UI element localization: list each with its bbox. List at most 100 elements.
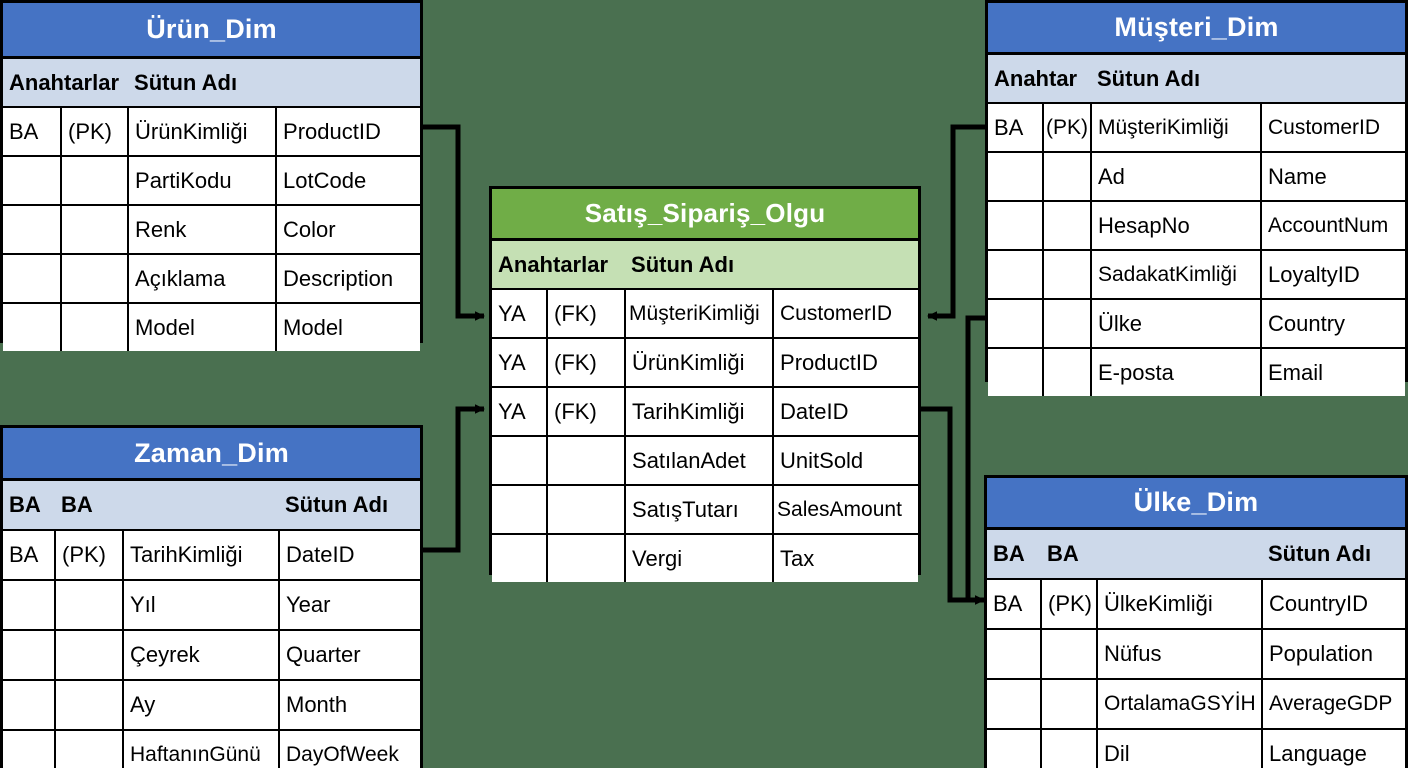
table-row[interactable]: Renk Color xyxy=(3,204,420,255)
cell-name-tr: HaftanınGünü xyxy=(122,729,280,768)
cell-name-en: Tax xyxy=(772,533,918,582)
cell-name-tr: E-posta xyxy=(1090,347,1262,396)
table-row[interactable]: HaftanınGünü DayOfWeek xyxy=(3,729,420,768)
cell-key xyxy=(987,678,1042,730)
subheader-keys-ulke-dim: BA xyxy=(987,530,1041,580)
table-row[interactable]: Ay Month xyxy=(3,679,420,731)
cell-key: BA xyxy=(3,106,62,157)
cell-name-en: Description xyxy=(275,253,420,304)
subheader-column-fact: Sütun Adı xyxy=(625,241,918,290)
cell-pk xyxy=(545,484,627,535)
table-title-musteri-dim: Müşteri_Dim xyxy=(988,3,1405,55)
cell-key xyxy=(3,155,62,206)
cell-key xyxy=(492,484,548,535)
cell-name-tr: TarihKimliği xyxy=(122,529,280,581)
table-row[interactable]: HesapNo AccountNum xyxy=(988,200,1405,251)
table-row[interactable]: Dil Language xyxy=(987,728,1405,768)
table-row[interactable]: E-posta Email xyxy=(988,347,1405,396)
cell-name-en: DateID xyxy=(278,529,420,581)
cell-name-tr: HesapNo xyxy=(1090,200,1262,251)
cell-key xyxy=(3,679,56,731)
cell-pk xyxy=(545,435,627,486)
cell-pk xyxy=(54,629,124,681)
table-row[interactable]: Açıklama Description xyxy=(3,253,420,304)
subheader-column-zaman-dim: Sütun Adı xyxy=(279,481,420,531)
cell-pk xyxy=(59,302,130,351)
table-row[interactable]: BA (PK) TarihKimliği DateID xyxy=(3,529,420,581)
cell-key xyxy=(987,728,1042,768)
table-row[interactable]: Çeyrek Quarter xyxy=(3,629,420,681)
subheader-blank-zaman-dim xyxy=(123,481,279,531)
cell-key: YA xyxy=(492,288,548,339)
cell-name-en: Model xyxy=(275,302,420,351)
subheader-keys2-ulke-dim: BA xyxy=(1041,530,1097,580)
table-row[interactable]: SatılanAdet UnitSold xyxy=(492,435,918,486)
table-row[interactable]: Nüfus Population xyxy=(987,628,1405,680)
subheader-keys-urun-dim: Anahtarlar xyxy=(3,59,129,108)
table-row[interactable]: SatışTutarı SalesAmount xyxy=(492,484,918,535)
table-grid-urun-dim: Anahtarlar Sütun Adı BA (PK) ÜrünKimliği… xyxy=(3,59,420,351)
table-row[interactable]: YA (FK) MüşteriKimliği CustomerID xyxy=(492,288,918,339)
cell-name-tr: MüşteriKimliği xyxy=(624,288,775,339)
cell-name-en: CustomerID xyxy=(1260,102,1405,153)
table-row[interactable]: PartiKodu LotCode xyxy=(3,155,420,206)
table-row[interactable]: BA (PK) ÜrünKimliği ProductID xyxy=(3,106,420,157)
cell-name-tr: Dil xyxy=(1096,728,1263,768)
cell-name-en: Country xyxy=(1260,298,1405,349)
cell-key xyxy=(988,200,1044,251)
table-title-zaman-dim: Zaman_Dim xyxy=(3,428,420,481)
table-row[interactable]: BA (PK) ÜlkeKimliği CountryID xyxy=(987,578,1405,630)
table-title-fact: Satış_Sipariş_Olgu xyxy=(492,189,918,241)
cell-name-tr: ÜrünKimliği xyxy=(624,337,775,388)
cell-pk: (FK) xyxy=(545,288,627,339)
subheader-keys-zaman-dim: BA xyxy=(3,481,55,531)
table-grid-fact: Anahtarlar Sütun Adı YA (FK) MüşteriKiml… xyxy=(492,241,918,582)
table-row[interactable]: SadakatKimliği LoyaltyID xyxy=(988,249,1405,300)
cell-pk: (PK) xyxy=(1042,102,1092,153)
table-row[interactable]: Vergi Tax xyxy=(492,533,918,582)
cell-name-en: LoyaltyID xyxy=(1260,249,1405,300)
table-grid-zaman-dim: BA BA Sütun Adı BA (PK) TarihKimliği Dat… xyxy=(3,481,420,768)
table-urun-dim[interactable]: Ürün_Dim Anahtarlar Sütun Adı BA (PK) Ür… xyxy=(0,0,423,351)
cell-pk xyxy=(1040,678,1098,730)
cell-name-tr: SatılanAdet xyxy=(624,435,775,486)
cell-name-tr: MüşteriKimliği xyxy=(1090,102,1262,153)
table-row[interactable]: YA (FK) ÜrünKimliği ProductID xyxy=(492,337,918,388)
table-row[interactable]: YA (FK) TarihKimliği DateID xyxy=(492,386,918,437)
subheader-keys-musteri-dim: Anahtar xyxy=(988,55,1091,104)
cell-name-en: AccountNum xyxy=(1260,200,1405,251)
table-row[interactable]: Ülke Country xyxy=(988,298,1405,349)
cell-name-tr: Yıl xyxy=(122,579,280,631)
cell-name-en: Quarter xyxy=(278,629,420,681)
table-row[interactable]: BA (PK) MüşteriKimliği CustomerID xyxy=(988,102,1405,153)
cell-key xyxy=(492,533,548,582)
cell-name-en: Population xyxy=(1261,628,1405,680)
table-musteri-dim[interactable]: Müşteri_Dim Anahtar Sütun Adı BA (PK) Mü… xyxy=(985,0,1408,396)
table-ulke-dim[interactable]: Ülke_Dim BA BA Sütun Adı BA (PK) ÜlkeKim… xyxy=(984,475,1408,768)
cell-key xyxy=(3,729,56,768)
table-satis-siparis-olgu[interactable]: Satış_Sipariş_Olgu Anahtarlar Sütun Adı … xyxy=(489,186,921,582)
cell-pk xyxy=(1040,628,1098,680)
cell-pk xyxy=(1042,151,1092,202)
cell-key xyxy=(3,253,62,304)
cell-name-tr: PartiKodu xyxy=(127,155,278,206)
cell-name-tr: Açıklama xyxy=(127,253,278,304)
cell-name-en: DayOfWeek xyxy=(278,729,420,768)
table-row[interactable]: OrtalamaGSYİH AverageGDP xyxy=(987,678,1405,730)
table-row[interactable]: Yıl Year xyxy=(3,579,420,631)
cell-name-tr: Ay xyxy=(122,679,280,731)
subheader-keys-fact: Anahtarlar xyxy=(492,241,626,290)
table-zaman-dim[interactable]: Zaman_Dim BA BA Sütun Adı BA (PK) TarihK… xyxy=(0,425,423,768)
cell-name-en: LotCode xyxy=(275,155,420,206)
cell-name-tr: Çeyrek xyxy=(122,629,280,681)
cell-key xyxy=(988,347,1044,396)
table-row[interactable]: Model Model xyxy=(3,302,420,351)
cell-name-en: Email xyxy=(1260,347,1405,396)
subheader-row-fact: Anahtarlar Sütun Adı xyxy=(492,241,918,290)
cell-pk: (FK) xyxy=(545,386,627,437)
cell-name-en: Year xyxy=(278,579,420,631)
table-row[interactable]: Ad Name xyxy=(988,151,1405,202)
cell-pk xyxy=(54,729,124,768)
cell-name-tr: SadakatKimliği xyxy=(1090,249,1262,300)
